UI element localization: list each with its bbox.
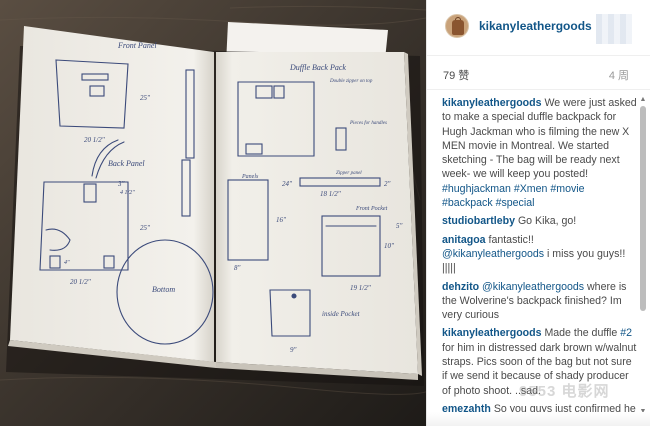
comment-text: fantastic!! [485,233,534,246]
comment-user[interactable]: dehzito [442,280,480,293]
post-side-panel: kikanyleathergoods 79 赞 4 周 kikanyleathe… [426,0,650,426]
front-panel-sketch [55,59,129,129]
comment-user[interactable]: emezahth [442,402,491,412]
bottom-fade [427,412,650,426]
duffle-sketch [237,81,315,157]
post-header: kikanyleathergoods [427,0,650,56]
dim-front-width: 20 1/2" [84,136,105,144]
label-handles: Pieces for handles [349,121,387,126]
dim-16: 16" [276,216,286,224]
comment-text: Made the duffle [541,327,621,340]
right-page [216,52,418,374]
dim-zip: 18 1/2" [320,190,341,198]
comment-mention[interactable]: @kikanyleathergoods [442,247,545,260]
dim-2: 2" [384,180,391,188]
sketchbook-illustration: Front Panel Duffle Back Pack Double zipp… [0,0,426,426]
dim-3: 3" [117,180,125,188]
dim-4: 4" [64,259,70,266]
dim-front-height: 25" [140,94,150,102]
comment-user[interactable]: kikanyleathergoods [442,97,542,109]
dim-back-height: 25" [140,224,150,232]
label-zipper-panel: Zipper panel [336,171,362,176]
blurred-follow-button[interactable] [596,14,632,44]
like-count[interactable]: 79 赞 [443,70,470,82]
label-bottom: Bottom [152,285,175,294]
label-front-pocket: Front Pocket [355,206,388,212]
comment-scrollbar[interactable]: ▲ ▼ [639,96,647,416]
comment-text: where is the Wolverine's backpack finish… [442,280,627,322]
bottom-sketch [116,239,214,345]
label-front-panel: Front Panel [117,41,157,50]
comment: dehzito @kikanyleathergoods where is the… [442,280,637,323]
header-username[interactable]: kikanyleathergoods [479,19,592,33]
dim-4-5: 4 1/2" [120,189,135,196]
comment-text: for him in distressed dark brown w/walnu… [442,341,637,397]
comment: emezahth So you guys just confirmed he i… [442,402,637,412]
dim-8: 8" [234,264,241,272]
dim-9: 9" [290,346,297,354]
comment-user[interactable]: studiobartleby [442,215,515,228]
back-panel-sketch [39,181,129,271]
label-panels: Panels [241,174,259,180]
label-inside-pocket: inside Pocket [322,310,361,318]
dim-19: 19 1/2" [350,284,371,292]
post-time[interactable]: 4 周 [608,70,629,82]
dim-5: 5" [396,222,403,230]
comment-hashtags[interactable]: #hughjackman #Xmen #movie #backpack #spe… [442,182,585,210]
inside-pocket-sketch [269,289,311,337]
dim-24: 24" [282,180,292,188]
post-meta: 79 赞 4 周 [427,56,650,90]
label-double-zipper: Double zipper on top [329,79,373,84]
left-page [10,26,214,362]
comment-hashtag[interactable]: #2 [620,327,633,340]
label-duffle: Duffle Back Pack [289,63,346,72]
comment-caption: kikanyleathergoods We were just asked to… [442,96,637,210]
comment-user[interactable]: anitagoa [442,233,486,246]
comment: kikanyleathergoods Made the duffle #2 fo… [442,326,637,397]
post-photo[interactable]: Front Panel Duffle Back Pack Double zipp… [0,0,426,426]
comment-text: Go Kika, go! [515,215,577,228]
leather-bag-avatar-icon[interactable] [445,14,469,38]
comment-mention[interactable]: @kikanyleathergoods [482,280,585,293]
dim-back-width: 20 1/2" [70,278,91,286]
label-back-panel: Back Panel [108,159,145,168]
front-pocket-sketch [321,215,381,277]
comment-list[interactable]: kikanyleathergoods We were just asked to… [427,92,650,412]
comment: anitagoa fantastic!! @kikanyleathergoods… [442,233,637,276]
dim-10: 10" [384,242,394,250]
scroll-down-arrow-icon[interactable]: ▼ [639,408,647,416]
site-watermark: 9553 电影网 [519,383,610,400]
scroll-up-arrow-icon[interactable]: ▲ [639,96,647,103]
comment-user[interactable]: kikanyleathergoods [442,327,542,340]
comment: studiobartleby Go Kika, go! [442,214,637,228]
scroll-thumb[interactable] [640,106,646,311]
comment-text: We were just asked to make a special duf… [442,97,637,181]
comment-text: i miss you guys!! ||||| [442,247,626,275]
comment-text: So you guys just confirmed he is going t… [493,402,636,412]
